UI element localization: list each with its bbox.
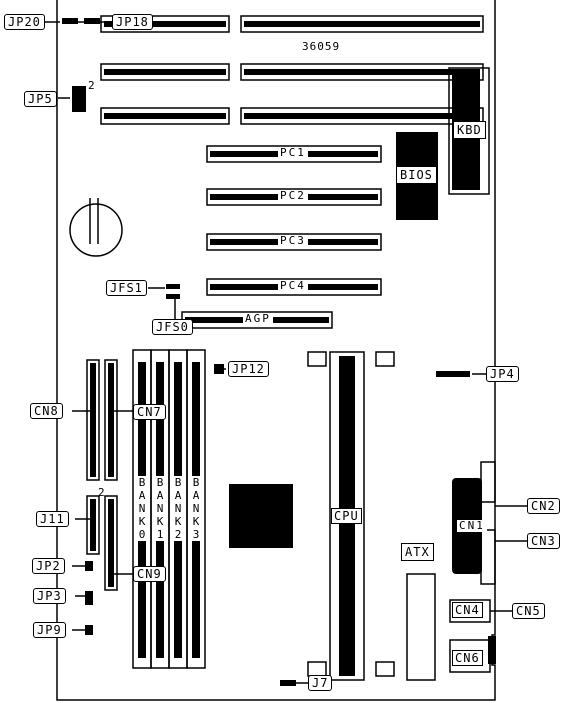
j11-header xyxy=(86,495,100,555)
label-jp5: JP5 xyxy=(24,91,57,107)
label-pc3: PC3 xyxy=(278,234,308,247)
chipset-chip xyxy=(229,484,293,548)
label-bios: BIOS xyxy=(396,166,437,184)
label-jp3: JP3 xyxy=(33,588,66,604)
label-jp2: JP2 xyxy=(32,558,65,574)
label-jp18: JP18 xyxy=(112,14,153,30)
label-cn8: CN8 xyxy=(30,403,63,419)
label-j7: J7 xyxy=(308,675,333,691)
label-atx: ATX xyxy=(401,543,434,561)
label-j11: J11 xyxy=(36,511,69,527)
board-number: 36059 xyxy=(300,40,343,53)
pci-slot-1 xyxy=(206,145,382,163)
label-agp: AGP xyxy=(243,312,273,325)
isa-slot-1 xyxy=(100,15,230,33)
pci-slot-2 xyxy=(206,188,382,206)
cn7-header xyxy=(104,359,118,481)
label-cn4: CN4 xyxy=(452,602,483,618)
kbd-connector xyxy=(448,67,490,195)
label-jfs0: JFS0 xyxy=(152,319,193,335)
label-jfs1: JFS1 xyxy=(106,280,147,296)
label-cn2: CN2 xyxy=(527,498,560,514)
label-kbd: KBD xyxy=(453,121,486,139)
isa-slot-2 xyxy=(240,15,484,33)
label-cn3: CN3 xyxy=(527,533,560,549)
isa-slot-4 xyxy=(240,63,484,81)
cn9-header xyxy=(104,495,118,591)
label-cn9: CN9 xyxy=(133,566,166,582)
pci-slot-3 xyxy=(206,233,382,251)
atx-connector xyxy=(406,573,436,681)
label-pc4: PC4 xyxy=(278,279,308,292)
label-jp9: JP9 xyxy=(33,622,66,638)
label-jp12: JP12 xyxy=(228,361,269,377)
pci-slot-4 xyxy=(206,278,382,296)
label-jp4: JP4 xyxy=(486,366,519,382)
label-jp20: JP20 xyxy=(4,14,45,30)
label-j11-pin: 2 xyxy=(98,486,107,499)
isa-slot-5 xyxy=(100,107,230,125)
label-cpu: CPU xyxy=(331,508,362,524)
battery xyxy=(69,203,123,257)
label-cn5: CN5 xyxy=(512,603,545,619)
label-jp5-pin: 2 xyxy=(88,79,97,92)
label-cn6: CN6 xyxy=(452,650,483,666)
label-pc2: PC2 xyxy=(278,189,308,202)
cpu-slot xyxy=(329,351,365,681)
label-cn1: CN1 xyxy=(457,519,487,532)
isa-slot-3 xyxy=(100,63,230,81)
isa-slot-6 xyxy=(240,107,484,125)
board-outline xyxy=(56,0,496,701)
cn8-header xyxy=(86,359,100,481)
label-pc1: PC1 xyxy=(278,146,308,159)
label-cn7: CN7 xyxy=(133,404,166,420)
